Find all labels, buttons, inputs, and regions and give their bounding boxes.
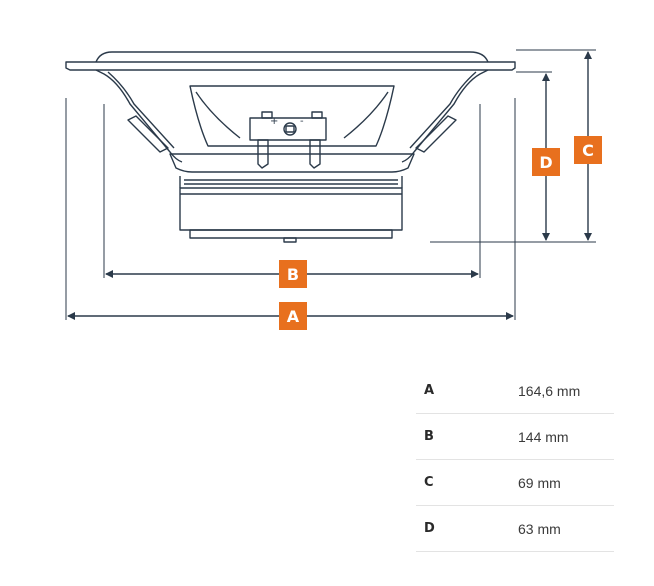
svg-text:A: A xyxy=(287,307,300,326)
dimension-label: D xyxy=(416,505,518,552)
magnet-top-plate xyxy=(169,153,415,173)
dimension-value: 63 mm xyxy=(518,505,614,552)
terminal-tab-left xyxy=(257,139,269,169)
dimension-label: C xyxy=(416,459,518,506)
badge-b: B xyxy=(279,260,307,288)
dimensions-table: A 164,6 mm B 144 mm C 69 mm D 63 mm xyxy=(416,368,614,552)
back-plate xyxy=(189,229,393,239)
extension-lines xyxy=(65,49,596,320)
basket-window-right xyxy=(415,115,457,153)
terminal-plus-label: + xyxy=(270,116,278,127)
surround-ring xyxy=(95,51,489,63)
svg-text:C: C xyxy=(582,141,594,160)
terminal-block xyxy=(249,117,327,141)
basket-right xyxy=(401,69,489,163)
table-row: B 144 mm xyxy=(416,413,614,460)
terminal-minus-label: - xyxy=(300,116,304,127)
dimension-value: 164,6 mm xyxy=(518,368,614,414)
table-row: D 63 mm xyxy=(416,505,614,552)
badge-d: D xyxy=(532,148,560,176)
svg-text:D: D xyxy=(539,153,552,172)
cone-inner xyxy=(189,85,395,147)
badge-a: A xyxy=(279,302,307,330)
dimension-value: 144 mm xyxy=(518,413,614,460)
dimension-value: 69 mm xyxy=(518,459,614,506)
table-row: A 164,6 mm xyxy=(416,368,614,414)
basket-left xyxy=(95,69,183,163)
terminal-tab-right xyxy=(309,139,321,169)
dimension-label: A xyxy=(416,368,518,414)
speaker-dimension-diagram: + - A B C D xyxy=(65,49,602,330)
table-row: C 69 mm xyxy=(416,459,614,506)
badge-c: C xyxy=(574,136,602,164)
svg-text:B: B xyxy=(287,265,299,284)
dimension-label: B xyxy=(416,413,518,460)
basket-window-left xyxy=(127,115,169,153)
speaker-outline xyxy=(65,51,516,243)
vent xyxy=(283,237,297,243)
terminal-screw xyxy=(283,122,297,136)
mounting-flange xyxy=(65,61,516,71)
